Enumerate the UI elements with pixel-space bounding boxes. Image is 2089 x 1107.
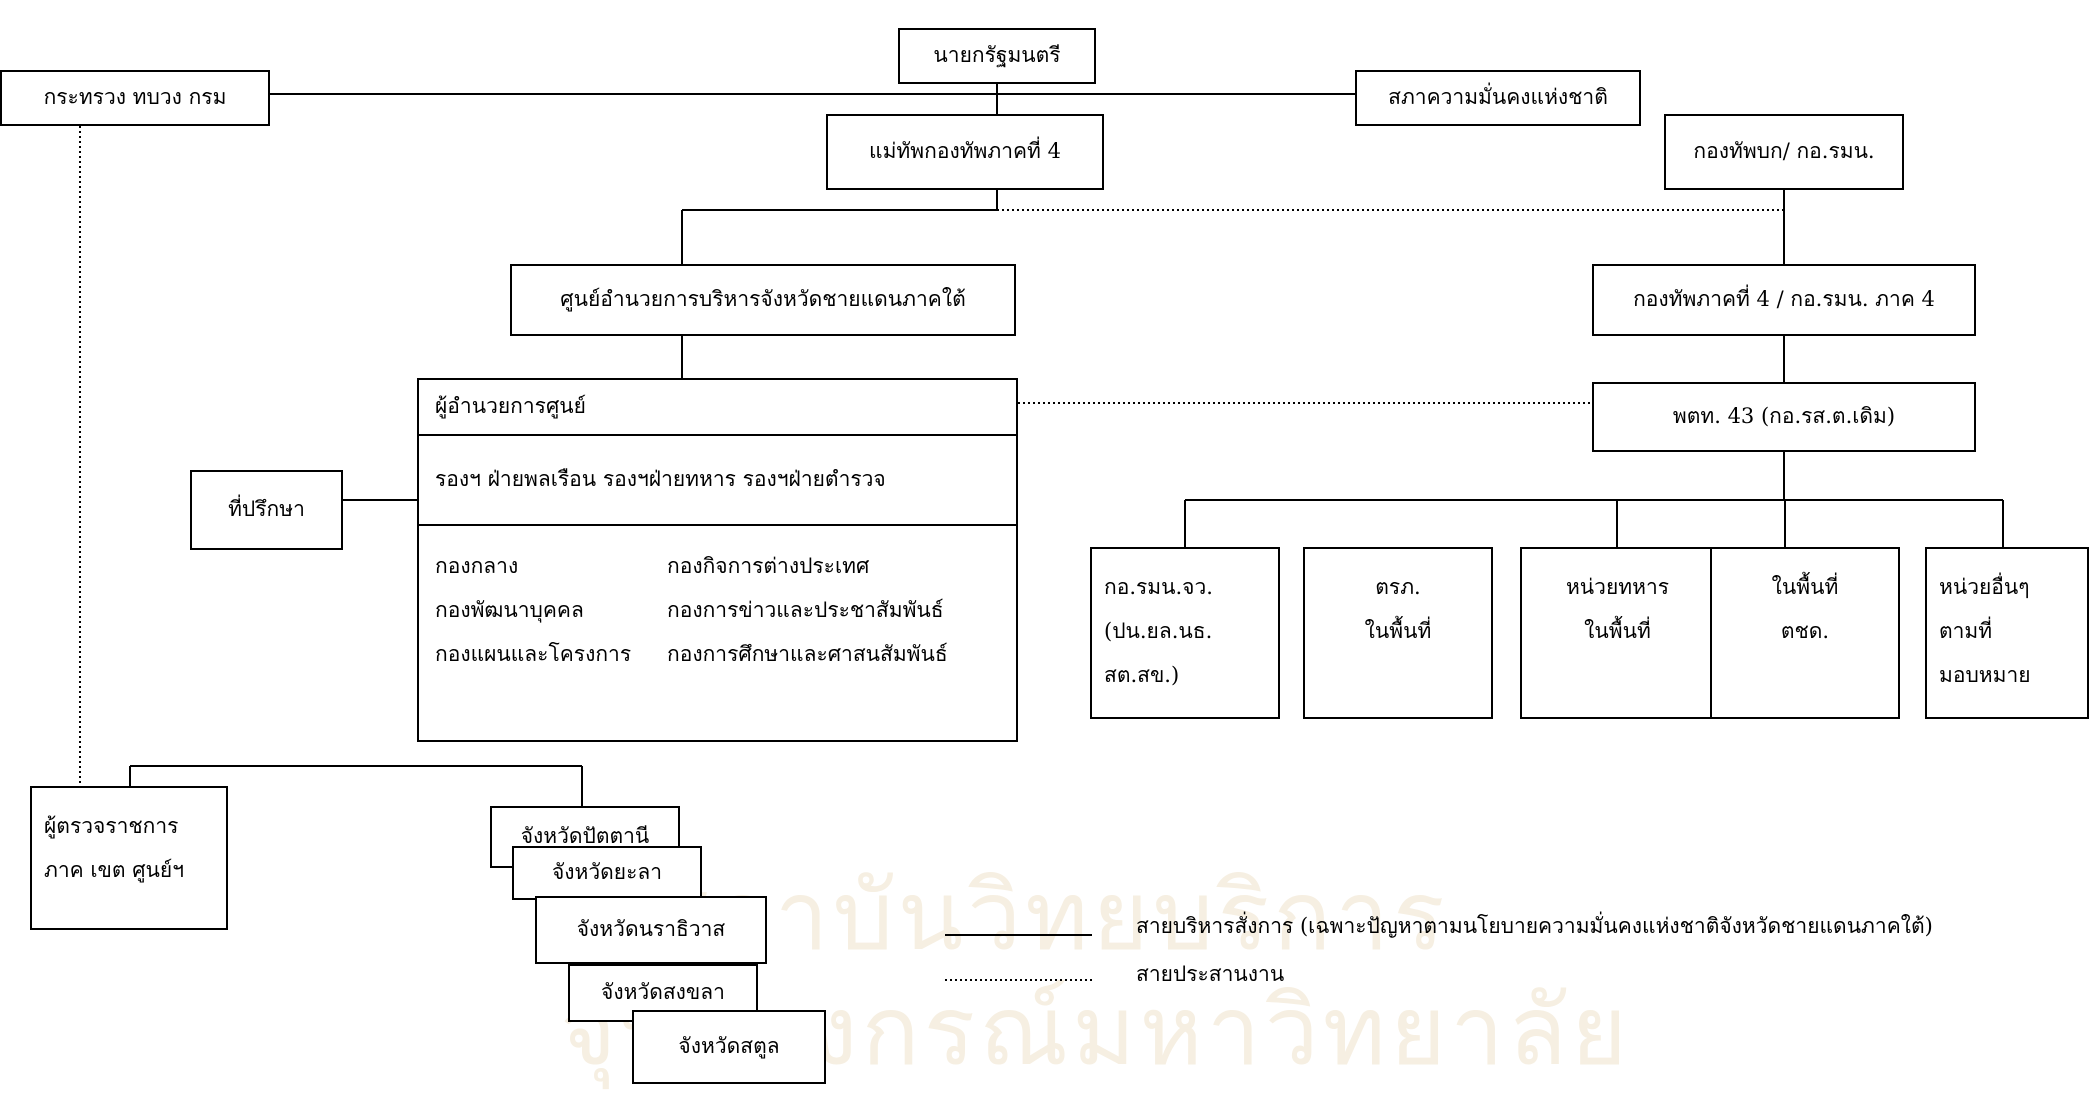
node-sbpac: ศูนย์อำนวยการบริหารจังหวัดชายแดนภาคใต้ — [510, 264, 1016, 336]
province-label: จังหวัดนราธิวาส — [576, 917, 726, 942]
province-label: จังหวัดยะลา — [551, 860, 663, 885]
node-ministry-label: กระทรวง ทบวง กรม — [43, 85, 227, 110]
division-item: กองแผนและโครงการ — [435, 642, 632, 666]
node-rtarf-isoc: กองทัพบก/ กอ.รมน. — [1664, 114, 1904, 190]
province-card: จังหวัดสตูล — [632, 1010, 826, 1084]
military-line: ในพื้นที่ — [1584, 619, 1651, 643]
other-units-line: มอบหมาย — [1939, 663, 2031, 687]
border-patrol-line: ตชด. — [1780, 619, 1830, 643]
node-cpm43-label: พตท. 43 (กอ.รส.ต.เดิม) — [1672, 404, 1896, 429]
legend-solid-label: สายบริหารสั่งการ (เฉพาะปัญหาตามนโยบายควา… — [1136, 914, 1933, 938]
node-director-center: ผู้อำนวยการศูนย์ รองฯ ฝ่ายพลเรือน รองฯฝ่… — [417, 378, 1018, 742]
legend-dotted-label: สายประสานงาน — [1136, 962, 1285, 986]
division-item: กองพัฒนาบุคคล — [435, 598, 584, 622]
division-item: กองกิจการต่างประเทศ — [667, 554, 870, 578]
node-army4-commander: แม่ทัพกองทัพภาคที่ 4 — [826, 114, 1104, 190]
node-nsc: สภาความมั่นคงแห่งชาติ — [1355, 70, 1641, 126]
node-advisor-label: ที่ปรึกษา — [228, 497, 305, 522]
node-nsc-label: สภาความมั่นคงแห่งชาติ — [1388, 85, 1608, 110]
divisions-area: กองกลาง กองพัฒนาบุคคล กองแผนและโครงการ ก… — [419, 526, 1016, 740]
other-units-line: ตามที่ — [1939, 619, 1993, 643]
deputies-row: รองฯ ฝ่ายพลเรือน รองฯฝ่ายทหาร รองฯฝ่ายตำ… — [419, 436, 1016, 526]
node-cpm43: พตท. 43 (กอ.รส.ต.เดิม) — [1592, 382, 1976, 452]
divisions-left-column: กองกลาง กองพัฒนาบุคคล กองแผนและโครงการ — [435, 544, 667, 740]
connector-lines — [79, 84, 2004, 981]
node-army4-commander-label: แม่ทัพกองทัพภาคที่ 4 — [869, 139, 1061, 164]
province-card: จังหวัดนราธิวาส — [535, 896, 767, 964]
watermark-line-1: สถาบันวิทยบริการ — [650, 860, 1449, 972]
node-prime-minister: นายกรัฐมนตรี — [898, 28, 1096, 84]
node-army4-isoc: กองทัพภาคที่ 4 / กอ.รมน. ภาค 4 — [1592, 264, 1976, 336]
isoc-province-line: สต.สข.) — [1104, 663, 1180, 687]
inspector-line: ภาค เขต ศูนย์ฯ — [44, 858, 184, 882]
border-patrol-line: ในพื้นที่ — [1771, 575, 1839, 599]
province-card: จังหวัดยะลา — [512, 846, 702, 900]
division-item: กองการศึกษาและศาสนสัมพันธ์ — [667, 642, 948, 666]
node-ministry: กระทรวง ทบวง กรม — [0, 70, 270, 126]
director-label: ผู้อำนวยการศูนย์ — [435, 394, 586, 419]
province-label: จังหวัดสตูล — [678, 1034, 780, 1059]
police-line: ในพื้นที่ — [1364, 619, 1432, 643]
inspector-line: ผู้ตรวจราชการ — [44, 814, 179, 838]
node-other-units: หน่วยอื่นๆ ตามที่ มอบหมาย — [1925, 547, 2089, 719]
deputies-label: รองฯ ฝ่ายพลเรือน รองฯฝ่ายทหาร รองฯฝ่ายตำ… — [435, 467, 886, 492]
province-label: จังหวัดปัตตานี — [520, 824, 650, 849]
isoc-province-line: กอ.รมน.จว. — [1104, 575, 1213, 599]
division-item: กองกลาง — [435, 554, 519, 578]
division-item: กองการข่าวและประชาสัมพันธ์ — [667, 598, 944, 622]
node-border-patrol: ในพื้นที่ ตชด. — [1710, 547, 1900, 719]
node-sbpac-label: ศูนย์อำนวยการบริหารจังหวัดชายแดนภาคใต้ — [560, 287, 966, 312]
isoc-province-line: (ปน.ยล.นธ. — [1104, 619, 1213, 643]
divisions-right-column: กองกิจการต่างประเทศ กองการข่าวและประชาสั… — [667, 544, 948, 740]
police-line: ตรภ. — [1375, 575, 1421, 599]
node-army4-isoc-label: กองทัพภาคที่ 4 / กอ.รมน. ภาค 4 — [1633, 287, 1935, 312]
node-advisor: ที่ปรึกษา — [190, 470, 343, 550]
other-units-line: หน่วยอื่นๆ — [1939, 575, 2030, 599]
node-rtarf-isoc-label: กองทัพบก/ กอ.รมน. — [1693, 139, 1875, 164]
node-prime-minister-label: นายกรัฐมนตรี — [933, 43, 1061, 68]
province-label: จังหวัดสงขลา — [601, 980, 725, 1005]
node-police: ตรภ. ในพื้นที่ — [1303, 547, 1493, 719]
military-line: หน่วยทหาร — [1565, 575, 1670, 599]
director-row: ผู้อำนวยการศูนย์ — [419, 380, 1016, 436]
node-inspector: ผู้ตรวจราชการ ภาค เขต ศูนย์ฯ — [30, 786, 228, 930]
node-isoc-province: กอ.รมน.จว. (ปน.ยล.นธ. สต.สข.) — [1090, 547, 1280, 719]
node-military: หน่วยทหาร ในพื้นที่ — [1520, 547, 1715, 719]
